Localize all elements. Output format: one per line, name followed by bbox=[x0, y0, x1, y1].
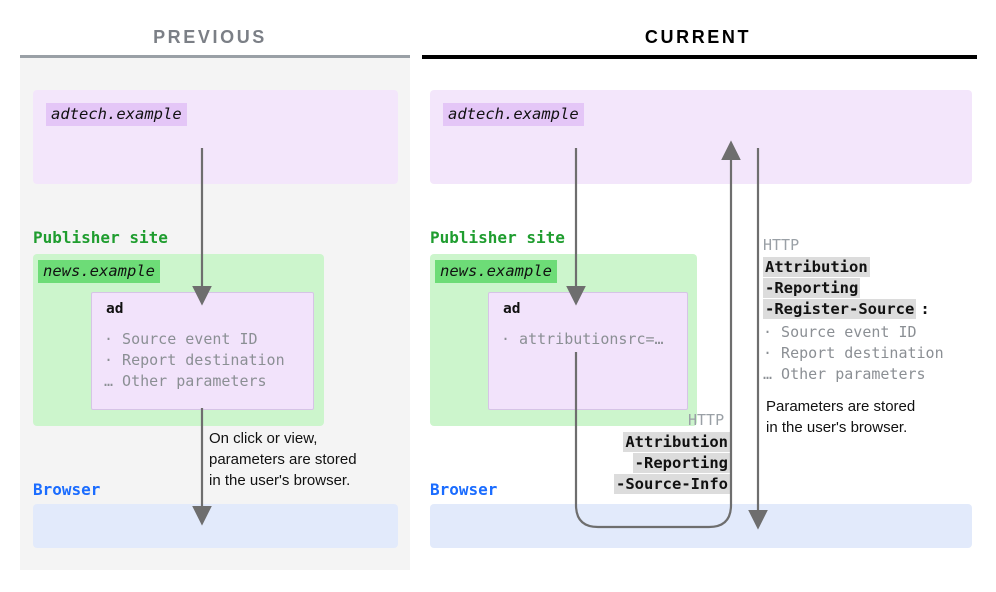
list-item: · Report destination bbox=[104, 351, 285, 369]
panel-previous-title: PREVIOUS bbox=[153, 27, 267, 47]
current-ad-card: ad · attributionsrc=… bbox=[488, 292, 688, 410]
current-ad-card-title: ad bbox=[503, 301, 521, 317]
current-browser-label: Browser bbox=[430, 480, 498, 499]
header-line: -Register-Source: bbox=[763, 299, 930, 319]
list-item: · Source event ID bbox=[104, 330, 258, 348]
current-browser-region bbox=[430, 504, 972, 548]
previous-ad-card-params: · Source event ID · Report destination …… bbox=[104, 329, 285, 392]
list-item: … Other parameters bbox=[763, 365, 926, 383]
header-line: -Reporting bbox=[632, 453, 730, 473]
panel-previous: PREVIOUS adtech.example Publisher site n… bbox=[0, 0, 420, 592]
previous-adtech-chip: adtech.example bbox=[46, 103, 187, 127]
current-publisher-label: Publisher site bbox=[430, 228, 565, 247]
current-response-params: · Source event ID · Report destination …… bbox=[763, 322, 944, 385]
panel-previous-divider bbox=[20, 55, 410, 58]
list-item: · Source event ID bbox=[763, 323, 917, 341]
current-request-headers: Attribution -Reporting -Source-Info bbox=[530, 432, 730, 495]
current-news-chip: news.example bbox=[435, 260, 557, 284]
panel-current-divider bbox=[422, 55, 977, 59]
list-item: … Other parameters bbox=[104, 372, 267, 390]
previous-browser-label: Browser bbox=[33, 480, 101, 499]
previous-ad-card-title: ad bbox=[106, 301, 124, 317]
list-item: · Report destination bbox=[763, 344, 944, 362]
previous-browser-region bbox=[33, 504, 398, 548]
header-line: Attribution bbox=[763, 257, 870, 277]
header-line: -Reporting bbox=[763, 278, 861, 298]
previous-publisher-label: Publisher site bbox=[33, 228, 168, 247]
header-line: Attribution bbox=[623, 432, 730, 452]
previous-ad-card: ad · Source event ID · Report destinatio… bbox=[91, 292, 314, 410]
current-response-http-label: HTTP bbox=[763, 236, 800, 254]
current-adtech-chip: adtech.example bbox=[443, 103, 584, 127]
panel-current-title: CURRENT bbox=[644, 27, 752, 47]
list-item: · attributionsrc=… bbox=[501, 330, 664, 348]
current-response-headers: Attribution -Reporting -Register-Source: bbox=[763, 257, 930, 320]
panel-current: CURRENT adtech.example Publisher site ne… bbox=[420, 0, 996, 592]
previous-flow-note: On click or view, parameters are stored … bbox=[209, 430, 357, 489]
header-line: -Source-Info bbox=[614, 474, 730, 494]
previous-news-chip: news.example bbox=[38, 260, 160, 284]
current-request-http-label: HTTP bbox=[688, 411, 725, 429]
current-ad-card-params: · attributionsrc=… bbox=[501, 329, 664, 350]
current-response-note: Parameters are stored in the user's brow… bbox=[766, 398, 916, 436]
